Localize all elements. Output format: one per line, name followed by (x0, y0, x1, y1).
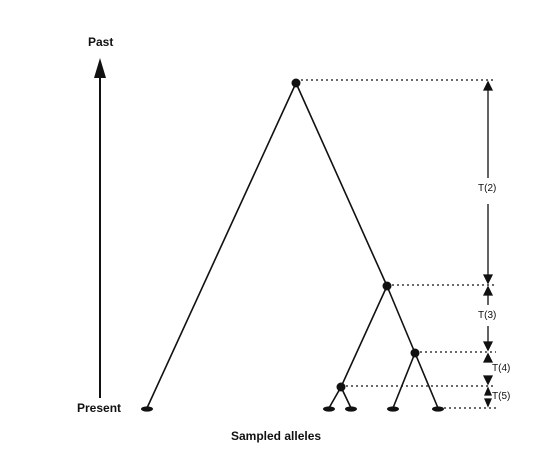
node-3 (382, 281, 392, 291)
branch-n3-right (386, 285, 416, 354)
sampled-allele-tips (141, 406, 444, 412)
branch-n4-left (392, 352, 416, 409)
branch-root-left (146, 82, 297, 409)
branch-n3-left (340, 285, 388, 388)
interval-label-t2: T(2) (478, 183, 497, 195)
present-label: Present (77, 401, 122, 415)
allele-tip (387, 406, 399, 412)
time-axis-arrow (94, 58, 106, 398)
allele-tip (141, 406, 153, 412)
interval-label-t5: T(5) (492, 391, 511, 403)
genealogy-tree (146, 82, 439, 409)
node-root (291, 78, 301, 88)
dotted-guides (301, 79, 496, 409)
allele-tip (323, 406, 335, 412)
allele-tip (345, 406, 357, 412)
interval-arrows (482, 80, 494, 408)
past-label: Past (88, 35, 114, 49)
interval-label-t4: T(4) (492, 363, 511, 375)
sampled-alleles-label: Sampled alleles (231, 429, 322, 443)
node-5 (336, 382, 346, 392)
node-4 (410, 348, 420, 358)
allele-tip (432, 406, 444, 412)
branch-root-right (295, 82, 388, 287)
branch-n4-right (414, 352, 439, 409)
interval-label-t3: T(3) (478, 310, 497, 322)
coalescent-nodes (291, 78, 420, 392)
